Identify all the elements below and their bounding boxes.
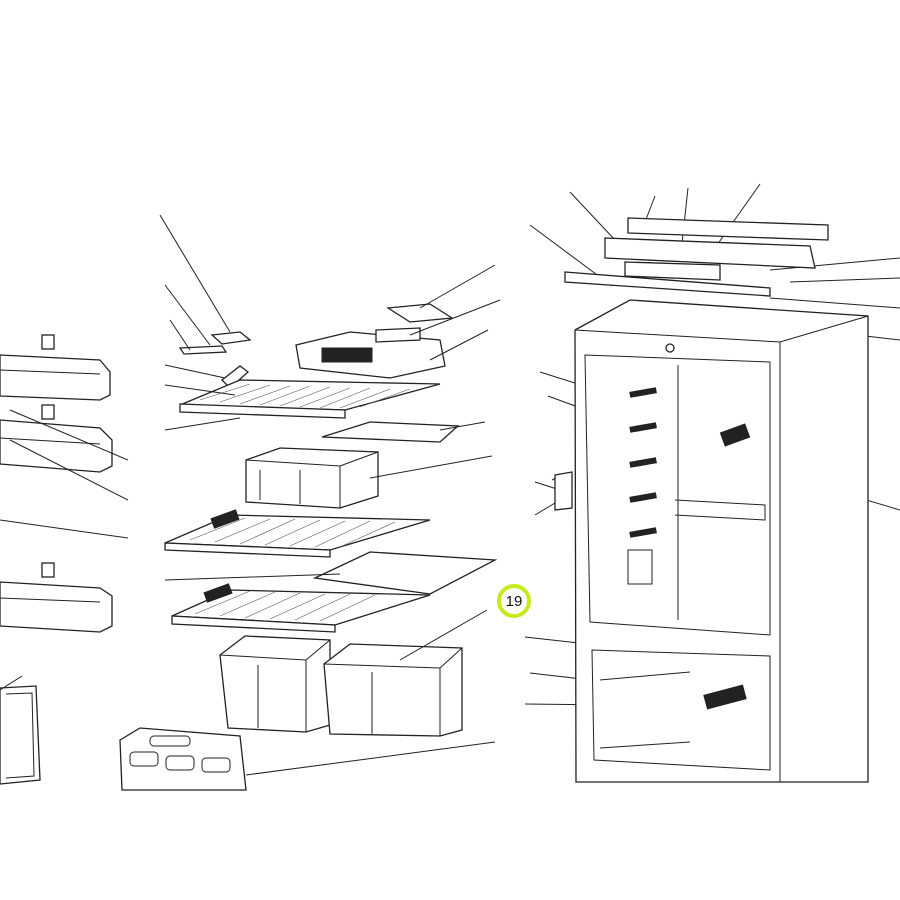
part-callout-19[interactable]: 19 — [497, 584, 531, 618]
cabinet-group — [554, 217, 869, 783]
leader-lines — [159, 183, 900, 776]
door-bins-group — [0, 334, 129, 785]
center-shelves-group — [119, 303, 498, 791]
callout-number: 19 — [505, 592, 523, 610]
